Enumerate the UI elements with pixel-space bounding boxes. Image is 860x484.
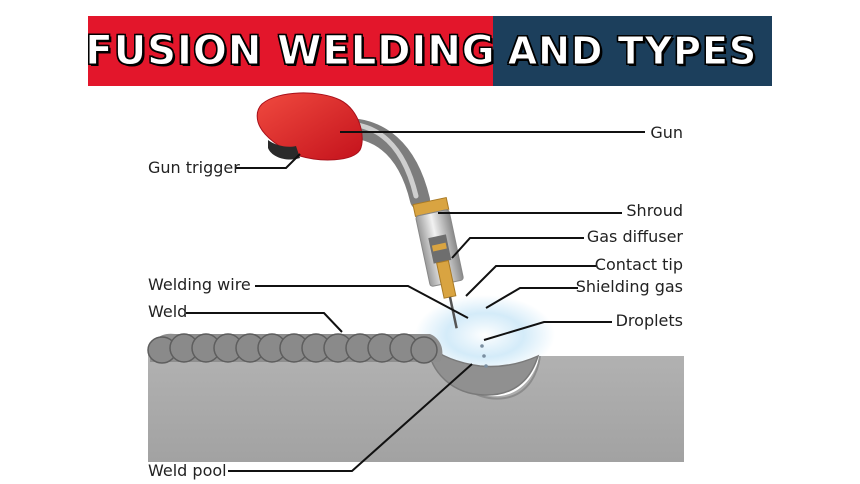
title-highlight-box: FUSION WELDING <box>85 16 496 86</box>
title-rest-text: AND TYPES <box>507 29 758 74</box>
nozzle-assembly <box>412 196 464 329</box>
droplets <box>480 344 488 368</box>
weld-bead <box>147 333 443 364</box>
label-weld: Weld <box>148 302 187 321</box>
shielding-gas-cloud <box>415 295 555 375</box>
label-gun: Gun <box>650 123 683 142</box>
label-gas-diffuser: Gas diffuser <box>587 227 684 246</box>
label-gun-trigger: Gun trigger <box>148 158 240 177</box>
label-weld-pool: Weld pool <box>148 461 227 480</box>
title-highlighted-text: FUSION WELDING <box>85 28 496 75</box>
title-banner: FUSION WELDING AND TYPES <box>85 16 772 86</box>
weld-pool-shape <box>427 343 540 396</box>
title-rest-box: AND TYPES <box>493 16 772 86</box>
label-shielding-gas: Shielding gas <box>576 277 683 296</box>
base-metal <box>148 349 684 462</box>
label-welding-wire: Welding wire <box>148 275 251 294</box>
gun-handle <box>256 92 363 161</box>
label-shroud: Shroud <box>626 201 683 220</box>
label-droplets: Droplets <box>616 311 683 330</box>
label-contact-tip: Contact tip <box>595 255 683 274</box>
leader-lines <box>186 131 645 472</box>
